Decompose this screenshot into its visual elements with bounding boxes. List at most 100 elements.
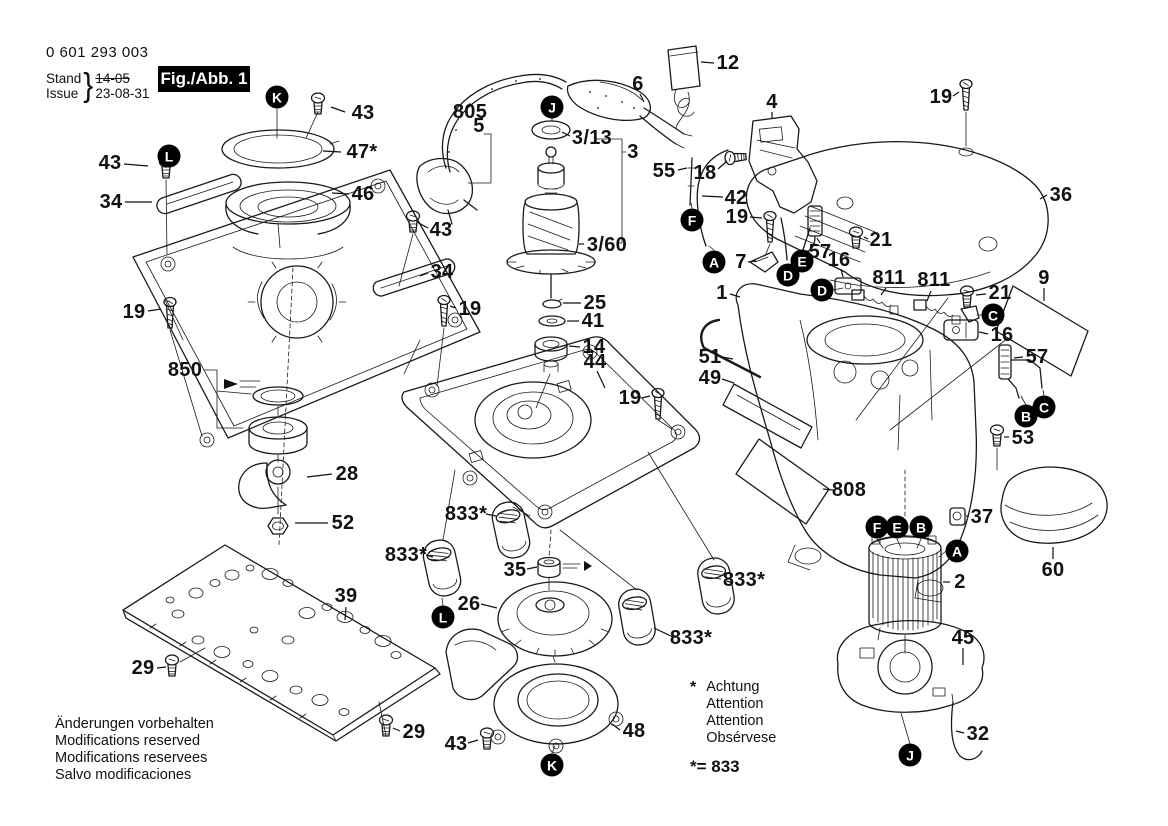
screw-43-c [405,210,421,233]
part-callout: 7 [735,251,747,273]
orientation-flag-icon [224,379,260,389]
callout-leader-line [817,238,820,243]
callout-leader-line [722,379,734,383]
asterisk-note-line: Attention [706,696,764,712]
part-callout: 3 [627,141,639,163]
skirt-plate-808 [736,439,829,524]
callout-leader-line [750,217,762,218]
part-callout: 26 [457,593,481,615]
callout-leader-line [307,474,332,477]
callout-leader-line [864,237,868,239]
letter-badge: D [776,263,800,287]
callout-leader-line [748,261,756,262]
carbon-brush-811a [852,290,898,314]
stand-value: 14-05 [95,71,130,86]
part-callout: 43 [429,219,453,241]
callout-leader-line [1014,357,1023,358]
revision-notice-line: Modifications reserved [55,733,201,749]
part-callout: 51 [698,346,722,368]
brush-comb-57b [999,345,1042,398]
callout-leader-line [727,581,733,583]
part-callout: 3/60 [586,234,628,256]
part-callout: 53 [1011,427,1035,449]
figure-label: Fig./Abb. 1 [158,66,250,92]
brace-glyph: } [83,67,94,104]
part-callout: 36 [1049,184,1073,206]
part-callout: 43 [444,733,468,755]
part-callout: 60 [1041,559,1065,581]
callout-leader-line [730,294,740,297]
fan-drawing [498,578,612,662]
capacitor-drawing [668,46,700,128]
letter-badge: E [885,515,909,539]
asterisk-note-line: Attention [706,713,764,729]
part-callout: 19 [929,86,953,108]
base-plate-drawing [123,545,440,741]
callout-leader-line [332,193,349,194]
asterisk-equivalence: *= 833 [690,757,740,776]
callout-leader-line [823,489,833,490]
asterisk-note-line: Achtung [706,679,760,695]
callout-leader-line [701,62,714,63]
switch-bracket-drawing [749,116,817,213]
issue-label: Issue [46,86,79,101]
bracket-805 [468,134,491,183]
letter-badge: C [981,303,1005,327]
part-callout: 34 [99,191,123,213]
callout-leader-line [420,273,428,276]
callout-leader-line [393,728,400,731]
part-callout: 850 [167,359,203,381]
screw-19-c [959,78,973,111]
letter-badge: L [431,605,455,629]
callout-leader-line [345,607,346,620]
screw-53 [989,424,1005,447]
part-callout: 39 [334,585,358,607]
cushion-rail-left [157,174,241,213]
part-callout: 44 [583,351,607,373]
part-callout: 52 [331,512,355,534]
part-callout: 43 [351,102,375,124]
part-callout: 49 [698,367,722,389]
callout-leader-line [976,294,986,295]
part-callout: 805 [452,101,488,123]
callout-leader-line [562,132,570,136]
grommet-37 [950,508,965,525]
callout-leader-line [124,164,148,166]
screw-21-b [959,285,975,308]
cable-clip-7 [750,252,778,272]
part-callout: 5 [473,115,485,137]
bracket-850 [204,370,251,428]
part-callout: 57 [808,241,832,263]
part-callout: 833* [669,627,713,649]
part-callout: 34 [430,261,454,283]
header: 0 601 293 003 Stand Issue } 14-05 23-08-… [46,44,149,104]
damper-pad-4 [615,585,659,649]
orientation-flag-icon [563,561,592,571]
part-callout: 19 [122,301,146,323]
cord-sleeve-drawing [567,80,692,148]
part-callout: 833* [722,569,766,591]
part-callout: 14 [582,336,606,358]
callout-leader-line [597,371,605,388]
callout-leader-line [956,731,964,733]
bearing-flange-46 [226,182,350,259]
asterisk-symbol: * [690,679,697,696]
cushion-rail-right [373,259,454,296]
screw-43-a [310,92,326,115]
part-callout: 16 [990,324,1014,346]
callout-leader-line [331,107,345,112]
part-callout: 21 [869,229,893,251]
sanding-frame-drawing [133,170,480,448]
part-callout: 16 [827,249,851,271]
wire-guard-51 [701,320,760,377]
part-callout: 19 [458,298,482,320]
letter-badge: F [680,208,704,232]
armature-drawing [507,116,595,298]
part-callout: 35 [503,559,527,581]
shaft-hardware-drawing [535,299,567,408]
part-callout: 833* [384,544,428,566]
part-callout: 9 [1038,267,1050,289]
fan-housing-drawing [446,629,624,754]
